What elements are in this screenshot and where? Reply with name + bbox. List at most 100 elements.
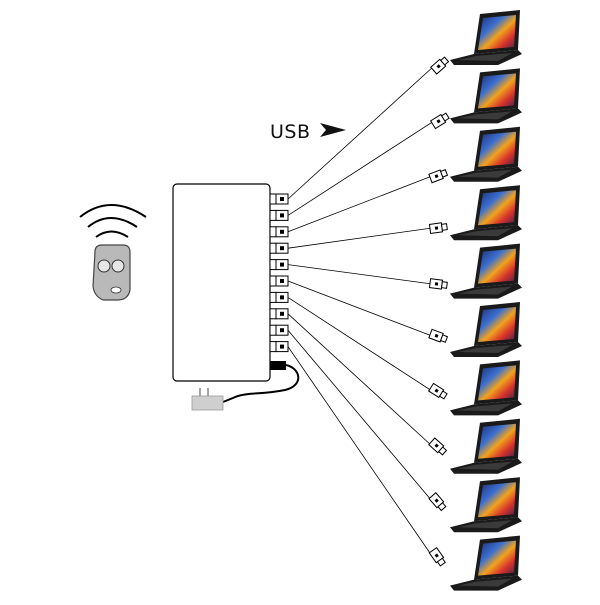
usb-plug-icon [430,56,450,75]
usb-plug-tip [436,557,446,567]
laptop-icon [450,243,522,299]
laptop-screen [478,73,516,109]
usb-plug-dot [434,174,439,179]
laptop-screen [478,15,516,50]
laptop-screen [478,482,516,518]
hub-layer [172,183,300,411]
usb-port-socket [269,209,277,221]
usb-plug-dot [434,553,439,558]
usb-plug-icon [428,169,449,184]
usb-port-socket [269,259,277,271]
signal-arc-inner [95,230,129,238]
power-adapter-icon [191,388,224,411]
laptop-icon [450,477,522,533]
remote-button-b [111,259,125,273]
laptop-keyboard [458,520,512,529]
laptop-screen [478,307,516,342]
usb-port [269,308,289,320]
usb-plug-tip [438,446,448,456]
usb-plug-dot [434,333,439,338]
usb-plug-icon [429,112,450,130]
usb-plug-tip [440,112,450,122]
usb-port-socket [269,226,277,238]
usb-plug-icon [427,382,448,400]
usb-port-socket [269,324,277,336]
usb-port-dot [280,344,284,349]
usb-plug-dot [436,64,441,69]
usb-cable [287,297,433,392]
usb-cable [287,280,433,337]
usb-port [269,209,289,221]
usb-plug-icon [428,278,448,290]
laptop-keyboard [458,461,512,470]
laptop-screen [478,248,516,284]
laptop-keyboard [458,111,512,120]
usb-plug-icon [428,222,448,234]
usb-plug-tip [440,56,450,66]
usb-port-dot [280,246,284,251]
usb-port [269,242,289,254]
remote-led [110,286,122,294]
usb-label: USB [270,121,347,143]
usb-port-dot [280,229,284,234]
remote-control-icon [92,244,131,301]
laptop-icon [450,302,522,357]
usb-plug-group [427,56,450,567]
usb-plug-dot [436,119,441,124]
usb-port-socket [269,193,277,205]
laptop-icon [450,418,522,474]
laptop-icon [450,535,522,591]
remote-layer [79,204,147,301]
signal-arc-outer [79,204,147,218]
usb-plug-icon [428,328,449,343]
usb-port-socket [269,308,277,320]
usb-port-dot [280,295,284,300]
power-cable [222,364,300,403]
usb-cable [287,264,433,285]
laptop-keyboard [458,403,512,412]
laptop-keyboard [458,169,512,178]
signal-arc-middle [87,217,138,228]
laptop-icon [450,10,522,65]
laptop-icon [450,126,522,182]
laptop-icon [450,68,522,124]
usb-plug-tip [441,281,448,289]
usb-cable [287,227,433,249]
usb-plug-tip [440,334,449,343]
hub-box [172,183,271,382]
laptop-icon [450,185,522,241]
laptop-keyboard [458,53,512,61]
usb-plug-icon [428,546,446,567]
laptop-keyboard [458,578,512,587]
usb-port-dot [280,262,284,267]
usb-port-socket [269,275,277,287]
laptop-screen [478,365,516,401]
usb-plug-tip [439,169,449,178]
usb-plug-tip [438,390,448,400]
usb-port-socket [269,242,277,254]
remote-button-a [97,259,111,273]
usb-plug-tip [440,223,448,231]
usb-port [269,259,289,271]
usb-cable [287,329,433,502]
usb-port [269,341,289,353]
power-adapter-body [191,395,224,411]
usb-port [269,193,289,205]
usb-port [269,291,289,303]
usb-plug-dot [434,443,439,448]
usb-plug-dot [434,498,439,503]
usb-cable [287,313,433,447]
usb-cable [287,346,433,557]
usb-port-dot [280,197,284,201]
laptop-keyboard [458,286,512,295]
usb-port-socket [269,291,277,303]
usb-port [269,324,289,336]
wireless-signal-icon [79,204,147,238]
usb-port [269,275,289,287]
usb-label-text: USB [270,121,311,143]
usb-plug-dot [434,388,439,393]
usb-cable [287,65,435,200]
remote-body [92,244,131,301]
usb-cable [287,120,435,216]
